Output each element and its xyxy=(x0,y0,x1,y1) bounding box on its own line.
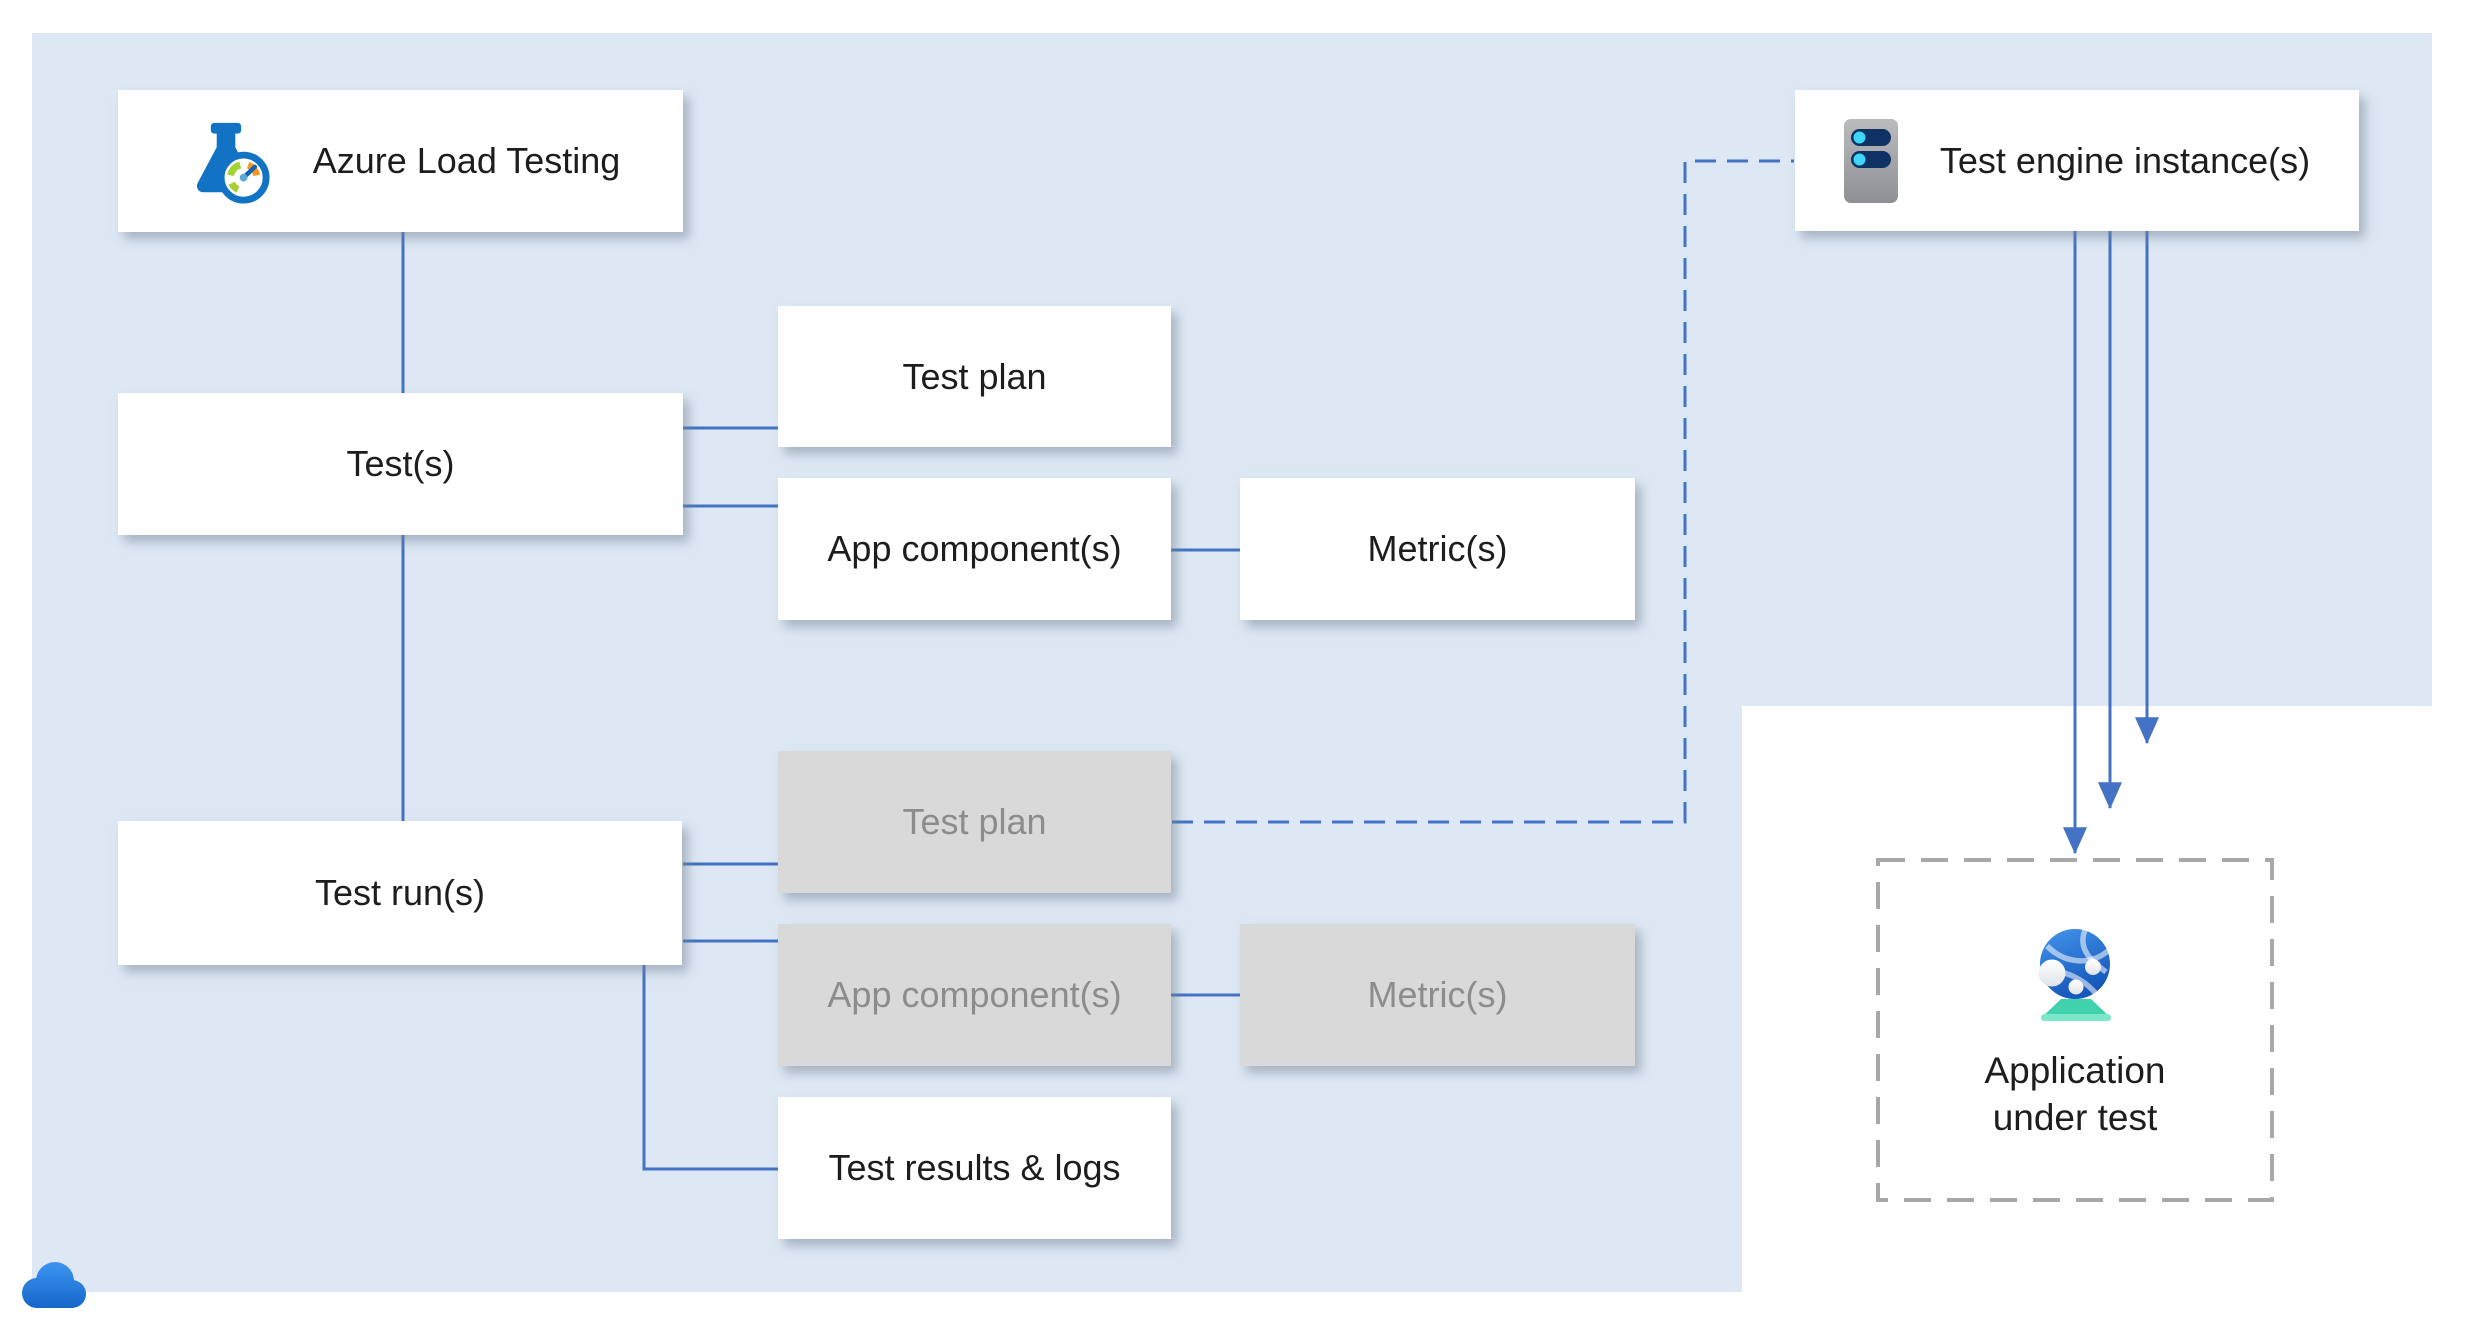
node-run-app-components: App component(s) xyxy=(778,924,1171,1066)
node-label: Test plan xyxy=(902,355,1047,397)
node-label: App component(s) xyxy=(827,528,1122,570)
aut-label-line2: under test xyxy=(1992,1097,2158,1138)
load-testing-icon xyxy=(196,122,270,204)
node-test-plan: Test plan xyxy=(778,306,1171,447)
node-label: Test engine instance(s) xyxy=(1939,139,2311,181)
node-test-runs: Test run(s) xyxy=(118,821,682,965)
aut-label-line1: Application xyxy=(1984,1050,2166,1092)
node-label: Azure Load Testing xyxy=(312,140,621,182)
node-metrics: Metric(s) xyxy=(1240,478,1635,620)
node-label: Test results & logs xyxy=(828,1147,1121,1189)
node-label: Test plan xyxy=(902,801,1047,843)
node-label: Application under test xyxy=(1984,1048,2165,1141)
node-test-results: Test results & logs xyxy=(778,1097,1171,1239)
node-test-engines: Test engine instance(s) xyxy=(1795,90,2359,231)
web-app-icon xyxy=(2038,929,2111,1022)
node-label: Test(s) xyxy=(346,443,455,485)
node-label: App component(s) xyxy=(827,974,1122,1016)
azure-cloud-icon xyxy=(22,1262,86,1308)
node-run-metrics: Metric(s) xyxy=(1240,924,1635,1066)
node-tests: Test(s) xyxy=(118,393,683,535)
external-network-region xyxy=(1742,706,2465,1338)
server-icon xyxy=(1843,118,1898,203)
node-application-under-test: Application under test xyxy=(1876,858,2274,1202)
dashed-border xyxy=(1876,858,2274,1202)
node-label: Metric(s) xyxy=(1367,974,1508,1016)
node-label: Test run(s) xyxy=(314,872,486,914)
node-run-test-plan: Test plan xyxy=(778,751,1171,893)
node-azure-load-testing: Azure Load Testing xyxy=(118,90,683,232)
node-label: Metric(s) xyxy=(1367,528,1508,570)
node-app-components: App component(s) xyxy=(778,478,1171,620)
